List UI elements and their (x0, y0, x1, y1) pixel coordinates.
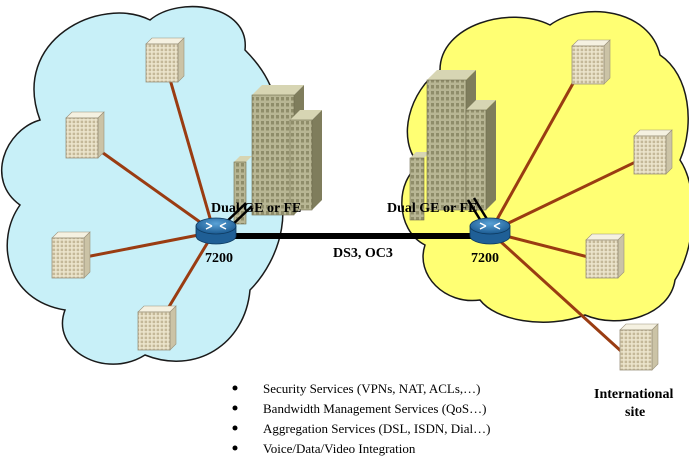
building-icon (585, 233, 625, 279)
right-uplink-label: Dual GE or FE (387, 201, 477, 216)
right-router-icon (469, 217, 511, 245)
wan-link-label: DS3, OC3 (333, 246, 393, 261)
international-site-label: International (594, 387, 673, 402)
service-item: Aggregation Services (DSL, ISDN, Dial…) (263, 421, 490, 436)
service-item: Voice/Data/Video Integration (263, 441, 416, 456)
international-site-building-icon (619, 323, 659, 371)
right-spoke-links (488, 61, 651, 354)
bullet-icon (232, 405, 238, 411)
service-item: Security Services (VPNs, NAT, ACLs,…) (263, 381, 481, 396)
building-icon (137, 305, 177, 351)
bullet-icon (232, 385, 238, 391)
building-icon (51, 231, 91, 279)
building-icon (145, 37, 185, 83)
right-router-label: 7200 (471, 251, 499, 266)
building-icon (633, 129, 673, 175)
service-item: Bandwidth Management Services (QoS…) (263, 401, 486, 416)
building-icon (65, 111, 105, 159)
building-icon (571, 39, 611, 85)
left-uplink-label: Dual GE or FE (211, 201, 301, 216)
bullet-icon (232, 445, 238, 451)
left-router-label: 7200 (205, 251, 233, 266)
left-office-tower-icon (233, 85, 322, 225)
international-site-label-2: site (625, 405, 645, 420)
left-router-icon (195, 217, 237, 245)
right-office-tower-icon (409, 70, 496, 221)
bullet-icon (232, 425, 238, 431)
services-list: Security Services (VPNs, NAT, ACLs,…) Ba… (232, 381, 490, 456)
